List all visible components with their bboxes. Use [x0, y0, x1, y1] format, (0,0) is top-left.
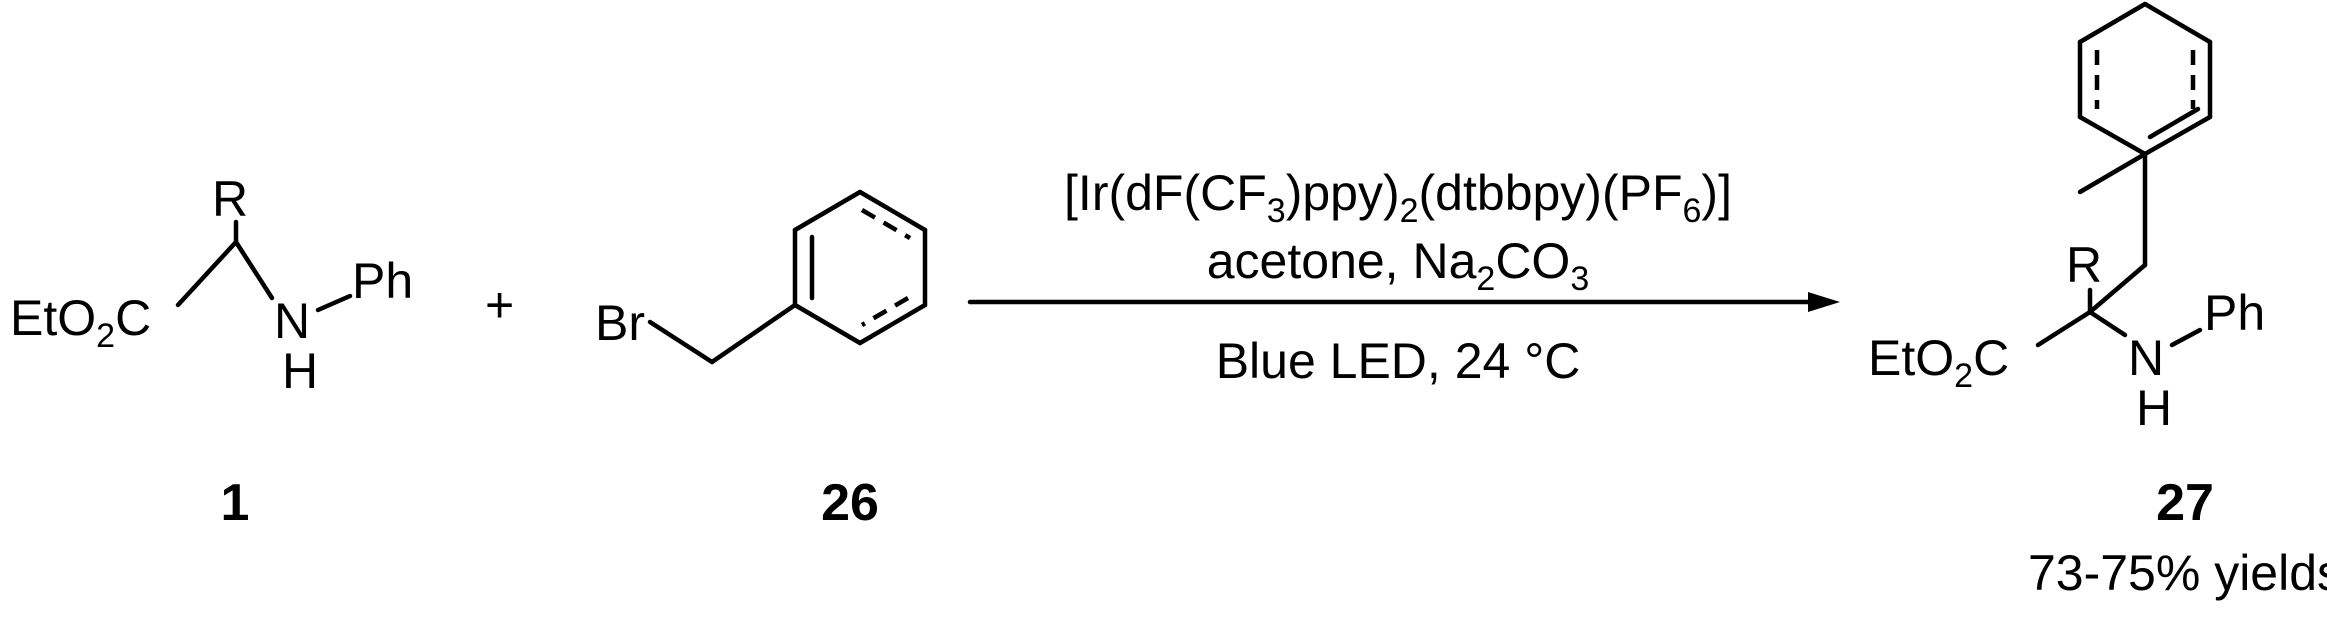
ester-label: EtO2C: [1868, 330, 2009, 395]
bond-c-ester: [2035, 309, 2093, 348]
dashed-benzene-ring: [2077, 1, 2213, 195]
bond-n-ph: [2169, 327, 2203, 348]
phenyl-label: Ph: [352, 253, 413, 309]
plus-sign: +: [485, 277, 514, 333]
reaction-arrow: [967, 292, 1840, 312]
bond-c-ch2: [2087, 262, 2148, 315]
product-27: R EtO2C N H Ph 27 73-75% yields: [1868, 1, 2327, 601]
amine-hydrogen-label: H: [282, 343, 318, 399]
nitrogen-label: N: [274, 293, 310, 349]
amine-hydrogen-label: H: [2136, 380, 2172, 436]
phenyl-label: Ph: [2204, 285, 2265, 341]
r-group-label: R: [212, 171, 248, 227]
dashed-benzene-ring: [792, 189, 928, 346]
light-temperature-label: Blue LED, 24 °C: [1216, 333, 1581, 389]
catalyst-label: [Ir(dF(CF3)ppy)2(dtbbpy)(PF6)]: [1064, 165, 1732, 230]
r-group-label: R: [2066, 237, 2102, 293]
bond-n-ph: [315, 293, 353, 313]
ester-label: EtO2C: [10, 290, 151, 355]
reactant-2: Br 26: [595, 189, 928, 532]
bond-c-n: [233, 239, 275, 301]
bromine-label: Br: [595, 295, 645, 351]
bond-c-n: [2087, 309, 2128, 338]
compound-number-27: 27: [2156, 474, 2214, 532]
compound-number-26: 26: [821, 474, 879, 532]
compound-number-1: 1: [221, 474, 250, 532]
solvent-base-label: acetone, Na2CO3: [1207, 233, 1589, 298]
bond-c-ester: [175, 239, 239, 308]
nitrogen-label: N: [2128, 330, 2164, 386]
reactant-1: R EtO2C N H Ph 1: [10, 171, 413, 532]
bond-ch2-ring: [709, 302, 798, 365]
yield-label: 73-75% yields: [2028, 545, 2327, 601]
bond-br-ch2: [647, 319, 715, 365]
